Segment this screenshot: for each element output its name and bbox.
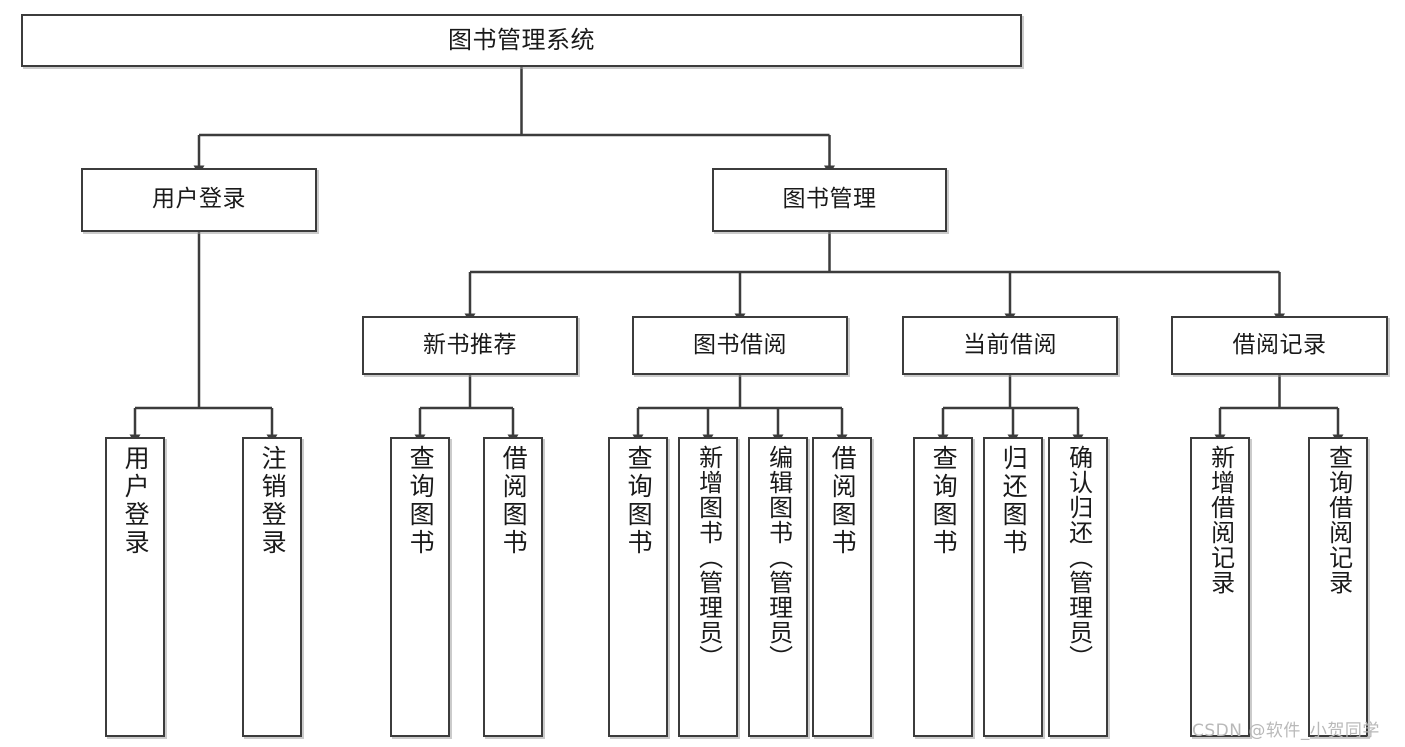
node-leaf-cur-query[interactable]: 查询图书	[913, 437, 973, 737]
node-bookmgmt[interactable]: 图书管理	[712, 168, 947, 232]
node-label: 借阅图书	[828, 445, 858, 557]
node-label: 图书管理	[782, 186, 877, 213]
node-label: 编辑图书（管理员）	[764, 445, 793, 670]
node-label: 查询图书	[406, 445, 436, 557]
node-newbook[interactable]: 新书推荐	[362, 316, 578, 375]
node-label: 归还图书	[999, 445, 1029, 557]
node-label: 用户登录	[152, 186, 246, 213]
node-label: 图书管理系统	[448, 26, 595, 55]
node-label: 用户登录	[121, 445, 151, 557]
node-label: 确认归还（管理员）	[1064, 445, 1093, 670]
node-leaf-cur-return[interactable]: 归还图书	[983, 437, 1043, 737]
node-leaf-user-login[interactable]: 用户登录	[105, 437, 165, 737]
node-label: 查询借阅记录	[1324, 445, 1353, 595]
node-label: 新增图书（管理员）	[694, 445, 723, 670]
node-leaf-bor-add[interactable]: 新增图书（管理员）	[678, 437, 738, 737]
node-label: 图书借阅	[693, 331, 787, 358]
node-records[interactable]: 借阅记录	[1171, 316, 1388, 375]
node-label: 当前借阅	[963, 331, 1057, 358]
node-label: 注销登录	[258, 445, 288, 557]
node-leaf-rec-query[interactable]: 查询借阅记录	[1308, 437, 1368, 737]
node-label: 借阅图书	[499, 445, 529, 557]
node-leaf-user-logout[interactable]: 注销登录	[242, 437, 302, 737]
node-leaf-rec-add[interactable]: 新增借阅记录	[1190, 437, 1250, 737]
node-current[interactable]: 当前借阅	[902, 316, 1118, 375]
node-leaf-new-borrow[interactable]: 借阅图书	[483, 437, 543, 737]
node-leaf-cur-confirm[interactable]: 确认归还（管理员）	[1048, 437, 1108, 737]
node-root[interactable]: 图书管理系统	[21, 14, 1022, 67]
node-leaf-bor-query[interactable]: 查询图书	[608, 437, 668, 737]
node-label: 借阅记录	[1232, 331, 1327, 358]
node-borrow[interactable]: 图书借阅	[632, 316, 848, 375]
connector-lines	[129, 67, 1344, 444]
node-leaf-bor-borrow[interactable]: 借阅图书	[812, 437, 872, 737]
node-label: 查询图书	[929, 445, 959, 557]
node-login[interactable]: 用户登录	[81, 168, 317, 232]
node-leaf-new-query[interactable]: 查询图书	[390, 437, 450, 737]
watermark-label: CSDN @软件_小贺同学	[1192, 721, 1380, 741]
node-leaf-bor-edit[interactable]: 编辑图书（管理员）	[748, 437, 808, 737]
node-label: 新增借阅记录	[1206, 445, 1235, 595]
node-label: 查询图书	[624, 445, 654, 557]
node-label: 新书推荐	[423, 331, 517, 358]
